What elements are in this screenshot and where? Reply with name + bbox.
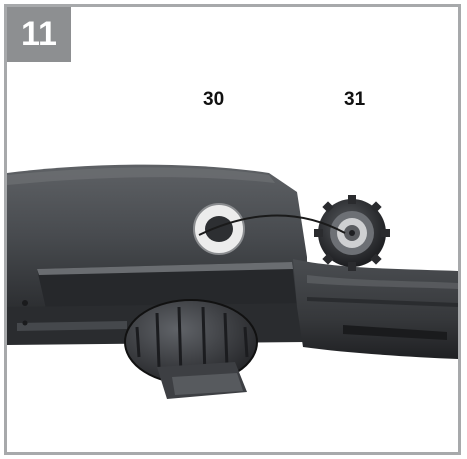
callout-label-30: 30 bbox=[203, 89, 225, 110]
brush-wire bbox=[198, 214, 346, 236]
tool-photo bbox=[7, 164, 458, 399]
brush-cap bbox=[314, 195, 390, 271]
callout-label-31: 31 bbox=[344, 89, 366, 110]
tool-handle bbox=[293, 259, 458, 359]
figure-frame: 11 30 31 bbox=[4, 4, 461, 455]
step-number-badge: 11 bbox=[7, 7, 71, 62]
